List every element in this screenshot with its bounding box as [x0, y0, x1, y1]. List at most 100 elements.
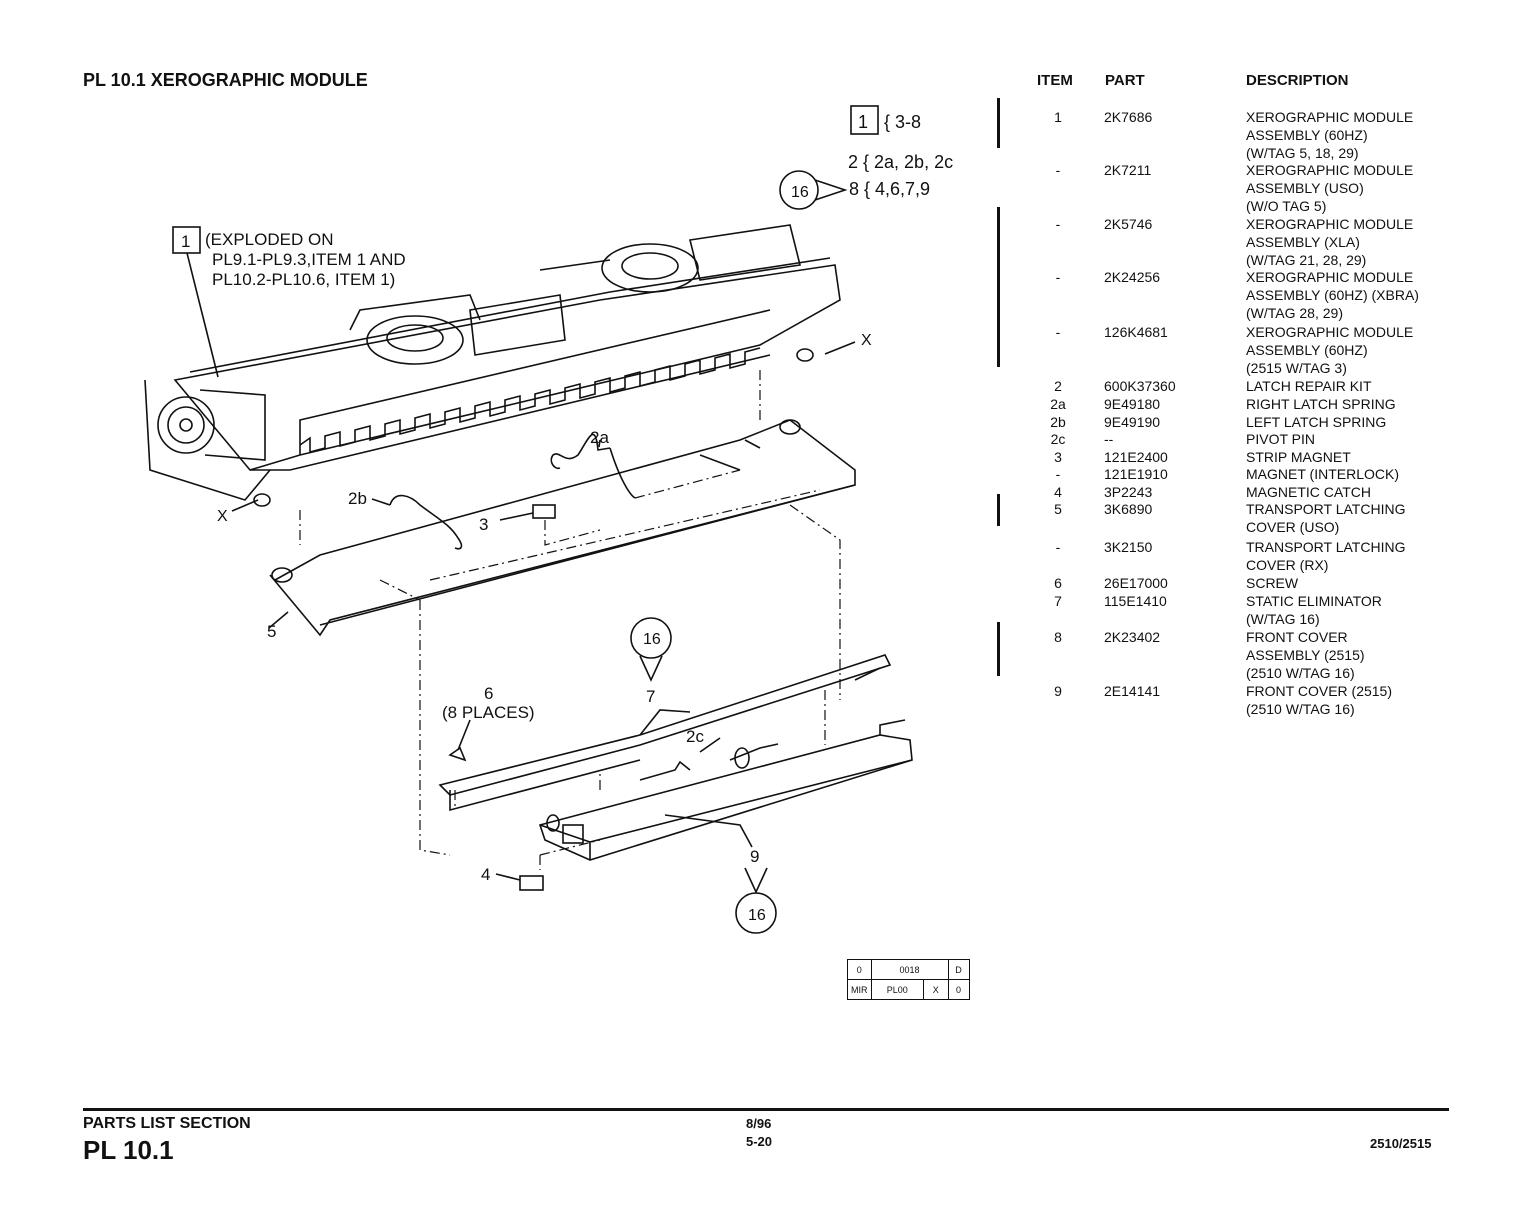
exploded-note-2: PL9.1-PL9.3,ITEM 1 AND [212, 250, 406, 269]
static-eliminator [438, 654, 892, 812]
part-number: 3K2150 [1104, 539, 1153, 555]
exploded-note-3: PL10.2-PL10.6, ITEM 1) [212, 270, 395, 289]
item-number: - [1055, 162, 1061, 178]
item-number: 8 [1054, 629, 1062, 645]
part-description: LEFT LATCH SPRING [1246, 414, 1387, 430]
label-2a: 2a [590, 428, 609, 447]
tag-table-cell: D [947, 959, 970, 980]
revision-bar [997, 622, 1000, 676]
x-marker-left: X [217, 508, 228, 525]
part-description: PIVOT PIN [1246, 431, 1315, 447]
part-description: XEROGRAPHIC MODULE ASSEMBLY (60HZ) (W/TA… [1246, 109, 1414, 161]
tag-16-circle [779, 170, 819, 210]
pivot-pin [639, 760, 691, 781]
part-description: FRONT COVER (2515) (2510 W/TAG 16) [1246, 683, 1392, 717]
line-2-sub: 2 { 2a, 2b, 2c [848, 152, 953, 172]
label-4: 4 [481, 865, 490, 884]
tag-table-cell: 0 [947, 979, 970, 1000]
item-number: - [1055, 269, 1061, 285]
item-number: 2b [1050, 414, 1066, 430]
item-number: 7 [1054, 593, 1062, 609]
item-number: 2c [1050, 431, 1066, 447]
strip-magnet [532, 504, 556, 519]
tag-1-box [850, 105, 879, 135]
footer-pl: PL 10.1 [83, 1135, 174, 1165]
label-3: 3 [479, 515, 488, 534]
tag-table-cell: 0 [847, 959, 872, 980]
tag-1-number: 1 [858, 112, 868, 132]
part-number: 26E17000 [1104, 575, 1168, 591]
item-number: - [1055, 539, 1061, 555]
tag-1-box-left [172, 226, 201, 254]
part-number: 126K4681 [1104, 324, 1168, 340]
exploded-note-1: (EXPLODED ON [205, 230, 333, 249]
part-description: XEROGRAPHIC MODULE ASSEMBLY (USO) (W/O T… [1246, 162, 1414, 214]
spring-2b [389, 494, 463, 550]
spring-2a [550, 433, 611, 470]
part-number: 600K37360 [1104, 378, 1176, 394]
tag-16-number: 16 [791, 184, 809, 201]
part-description: FRONT COVER ASSEMBLY (2515) (2510 W/TAG … [1246, 629, 1365, 681]
part-number: 3P2243 [1104, 484, 1153, 500]
transport-latching-cover [269, 419, 856, 637]
item-number: 9 [1054, 683, 1062, 699]
magnetic-catch [519, 875, 544, 891]
header-item: ITEM [1037, 72, 1073, 89]
part-number: 121E1910 [1104, 466, 1168, 482]
item-number: 2 [1054, 378, 1062, 394]
header-part: PART [1105, 72, 1145, 89]
part-number: 9E49190 [1104, 414, 1161, 430]
screw [448, 746, 467, 762]
part-number: 2K5746 [1104, 216, 1153, 232]
tag-table-cell: PL00 [870, 979, 925, 1000]
part-description: RIGHT LATCH SPRING [1246, 396, 1396, 412]
gear [157, 396, 215, 454]
x-marker-right: X [861, 332, 872, 349]
item-number: 1 [1054, 109, 1062, 125]
front-cover [538, 719, 913, 861]
item-number: 4 [1054, 484, 1062, 500]
part-number: 3K6890 [1104, 501, 1153, 517]
revision-bar [997, 207, 1000, 367]
tag-table-cell: MIR [847, 979, 872, 1000]
part-number: 2K23402 [1104, 629, 1161, 645]
revision-bar [997, 494, 1000, 526]
line-8-sub: 8 { 4,6,7,9 [849, 179, 930, 199]
label-2b: 2b [348, 489, 367, 508]
range-3-8: { 3-8 [884, 112, 921, 132]
part-number: -- [1104, 431, 1114, 447]
header-description: DESCRIPTION [1246, 72, 1349, 89]
part-description: XEROGRAPHIC MODULE ASSEMBLY (60HZ) (XBRA… [1246, 269, 1419, 321]
label-6: 6 [484, 684, 493, 703]
footer-date: 8/96 [746, 1116, 772, 1131]
item-number: - [1055, 324, 1061, 340]
tag-16-number-bottom: 16 [748, 907, 766, 924]
part-description: XEROGRAPHIC MODULE ASSEMBLY (60HZ) (2515… [1246, 324, 1414, 376]
footer-model: 2510/2515 [1370, 1136, 1432, 1151]
footer-page: 5-20 [746, 1134, 773, 1149]
part-number: 2E14141 [1104, 683, 1161, 699]
tag-table: 0 0018 D MIR PL00 X 0 [847, 959, 970, 1000]
footer-rule [83, 1108, 1449, 1111]
part-description: MAGNETIC CATCH [1246, 484, 1371, 500]
item-number: 5 [1054, 501, 1062, 517]
page-title: PL 10.1 XEROGRAPHIC MODULE [83, 70, 368, 90]
label-7: 7 [646, 687, 655, 706]
tag-table-cell: 0018 [870, 959, 949, 980]
item-number: 2a [1050, 396, 1066, 412]
part-number: 9E49180 [1104, 396, 1161, 412]
tag-16-number-mid: 16 [643, 631, 661, 648]
label-2c: 2c [686, 727, 704, 746]
tag-table-cell: X [923, 979, 949, 1000]
item-number: - [1055, 466, 1061, 482]
item-number: - [1055, 216, 1061, 232]
part-description: TRANSPORT LATCHING COVER (USO) [1246, 501, 1406, 535]
part-description: XEROGRAPHIC MODULE ASSEMBLY (XLA) (W/TAG… [1246, 216, 1414, 268]
part-description: MAGNET (INTERLOCK) [1246, 466, 1399, 482]
part-description: STATIC ELIMINATOR (W/TAG 16) [1246, 593, 1382, 627]
part-description: SCREW [1246, 575, 1299, 591]
label-5: 5 [267, 622, 276, 641]
tag-1-number-left: 1 [181, 232, 190, 251]
part-number: 121E2400 [1104, 449, 1168, 465]
part-description: STRIP MAGNET [1246, 449, 1351, 465]
